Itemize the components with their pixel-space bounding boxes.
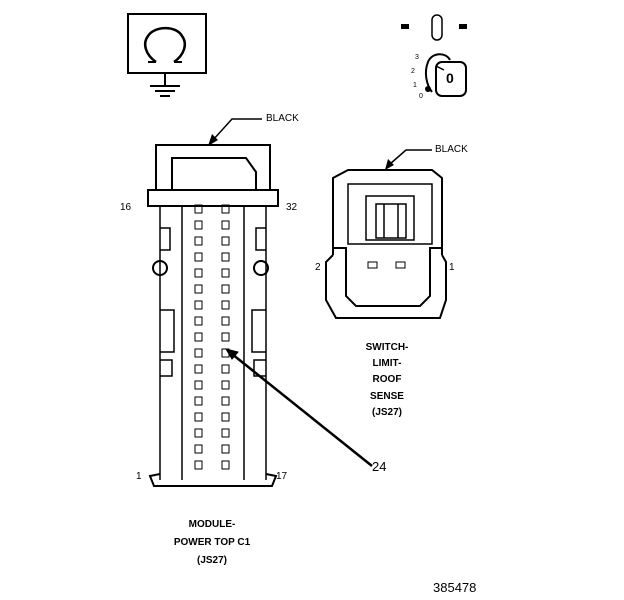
switch-connector — [325, 149, 447, 319]
module-pin-17-label: 17 — [276, 471, 288, 482]
key-position-0: 0 — [419, 93, 423, 100]
module-name-line-3: (JS27) — [196, 555, 227, 566]
module-name-line-1: MODULE- — [188, 519, 236, 530]
ground-symbol-icon — [127, 13, 207, 97]
switch-name-line-5: (JS27) — [371, 407, 402, 418]
module-name-line-2: POWER TOP C1 — [173, 537, 251, 548]
switch-color-label: BLACK — [435, 144, 468, 155]
module-color-label: BLACK — [266, 113, 299, 124]
key-position-3: 3 — [415, 54, 419, 61]
ignition-key-icon — [401, 14, 467, 97]
switch-pin-1-label: 1 — [449, 262, 455, 273]
key-position-2: 2 — [411, 68, 415, 75]
switch-name-line-1: SWITCH- — [365, 342, 409, 353]
key-position-1: 1 — [413, 82, 417, 89]
module-pin-1-label: 1 — [136, 471, 142, 482]
switch-name-line-4: SENSE — [370, 391, 404, 402]
module-pin-32-label: 32 — [286, 202, 298, 213]
callout-pin-number: 24 — [372, 459, 387, 474]
switch-name-line-3: ROOF — [372, 374, 402, 385]
switch-pin-2-label: 2 — [315, 262, 321, 273]
module-connector — [147, 118, 279, 487]
figure-number: 385478 — [433, 580, 477, 595]
switch-name-line-2: LIMIT- — [372, 358, 402, 369]
pin-callout-line — [224, 348, 373, 467]
key-symbol-label: 0 — [446, 70, 454, 86]
module-pin-16-label: 16 — [120, 202, 132, 213]
